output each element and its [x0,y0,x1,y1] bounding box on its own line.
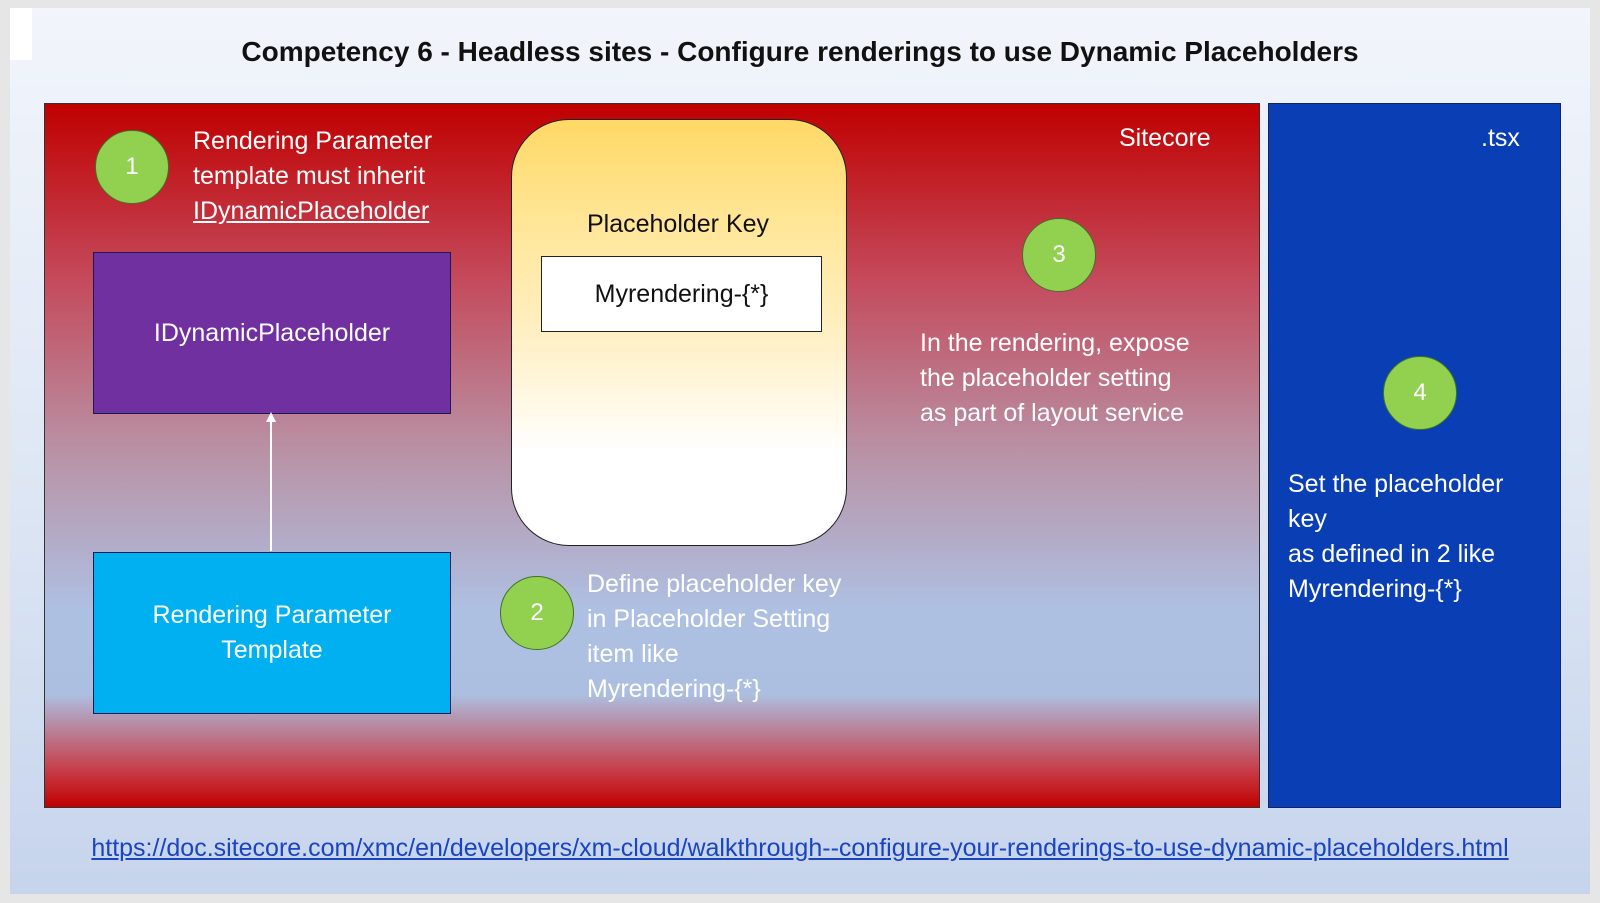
step-2-badge: 2 [500,576,574,650]
placeholder-setting-panel [511,119,847,546]
step-2-note: Define placeholder key in Placeholder Se… [587,567,841,707]
placeholder-key-label: Placeholder Key [586,210,770,238]
placeholder-key-field: Myrendering-{*} [541,256,822,332]
step-3-line: the placeholder setting [920,364,1172,392]
tsx-panel [1268,103,1561,808]
step-4-badge: 4 [1383,356,1457,430]
step-4-line: Set the placeholder [1288,470,1504,498]
rendering-parameter-template-line: Template [221,636,323,664]
step-3-note: In the rendering, expose the placeholder… [920,326,1190,431]
step-1-line: template must inherit [193,162,426,190]
step-4-note: Set the placeholder key as defined in 2 … [1288,467,1503,607]
idynamic-placeholder-box: IDynamicPlaceholder [93,252,451,414]
step-3-badge: 3 [1022,218,1096,292]
step-1-note: Rendering Parameter template must inheri… [193,124,432,229]
rendering-parameter-template-line: Rendering Parameter [152,601,392,629]
sitecore-panel-label: Sitecore [1119,124,1211,152]
step-1-badge: 1 [95,130,169,204]
step-4-line: Myrendering-{*} [1288,575,1462,603]
step-3-line: as part of layout service [920,399,1185,427]
step-2-line: Myrendering-{*} [587,675,761,703]
step-2-line: in Placeholder Setting [587,605,831,633]
step-1-line: Rendering Parameter [193,127,433,155]
step-2-line: item like [587,640,679,668]
step-4-line: as defined in 2 like [1288,540,1496,568]
step-4-line: key [1288,505,1327,533]
placeholder-key-value: Myrendering-{*} [594,279,769,308]
step-3-line: In the rendering, expose [920,329,1190,357]
slide-corner-mark [10,8,32,60]
tsx-panel-label: .tsx [1481,124,1520,152]
step-2-line: Define placeholder key [587,570,842,598]
documentation-link[interactable]: https://doc.sitecore.com/xmc/en/develope… [91,834,1509,862]
rendering-parameter-template-box: Rendering Parameter Template [93,552,451,714]
slide-title: Competency 6 - Headless sites - Configur… [241,36,1359,67]
arrow-up-icon [266,412,276,422]
step-1-link-text[interactable]: IDynamicPlaceholder [193,197,430,225]
idynamic-placeholder-label: IDynamicPlaceholder [153,318,391,347]
inheritance-arrow-line [270,414,272,551]
